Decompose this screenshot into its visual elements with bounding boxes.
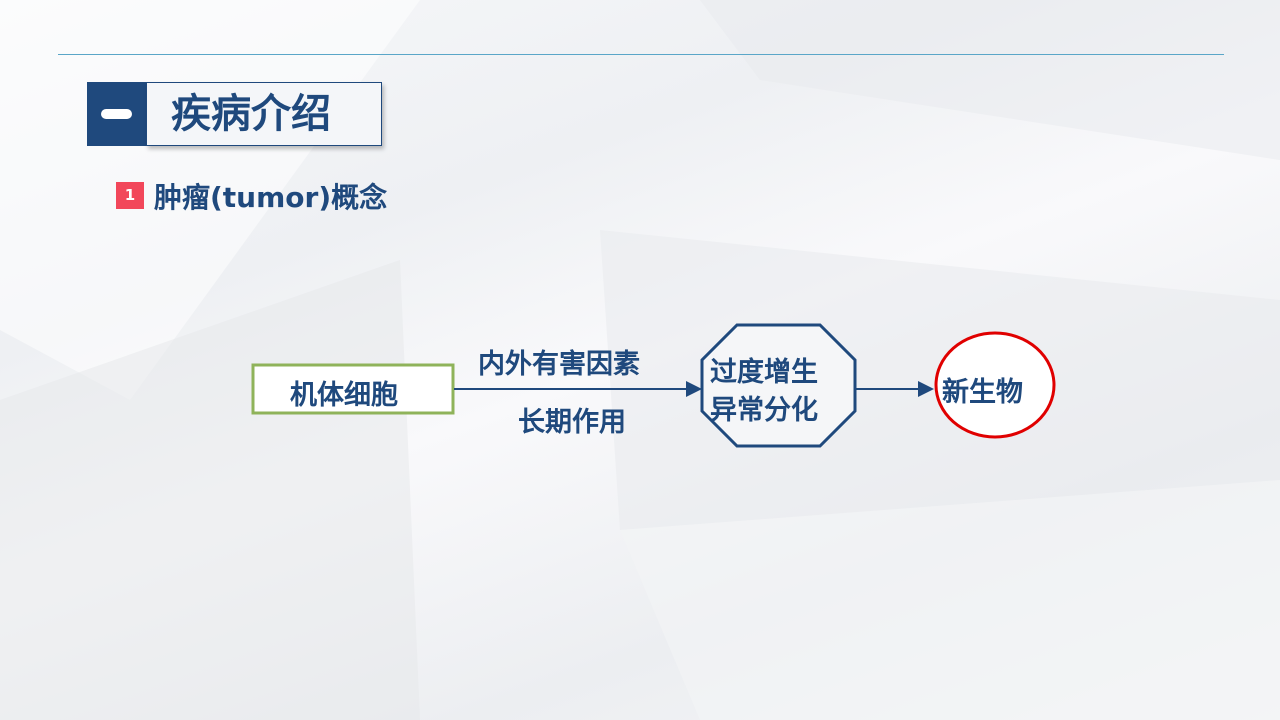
- arrow-label-bottom: 长期作用: [518, 407, 626, 438]
- end-circle: [934, 331, 1056, 439]
- section-title: 疾病介绍: [146, 82, 382, 146]
- middle-label-line1: 过度增生: [710, 357, 818, 388]
- section-number-box: [87, 82, 146, 146]
- subheading: 肿瘤(tumor)概念: [154, 181, 388, 214]
- middle-label-line2: 异常分化: [710, 395, 818, 426]
- subheading-badge: 1: [116, 182, 144, 209]
- middle-octagon: [700, 323, 857, 448]
- top-divider: [58, 54, 1224, 55]
- start-box: [251, 363, 455, 415]
- start-label: 机体细胞: [290, 380, 398, 411]
- end-label: 新生物: [942, 377, 1023, 408]
- arrow-label-top: 内外有害因素: [478, 349, 640, 380]
- dash-icon: [101, 109, 132, 119]
